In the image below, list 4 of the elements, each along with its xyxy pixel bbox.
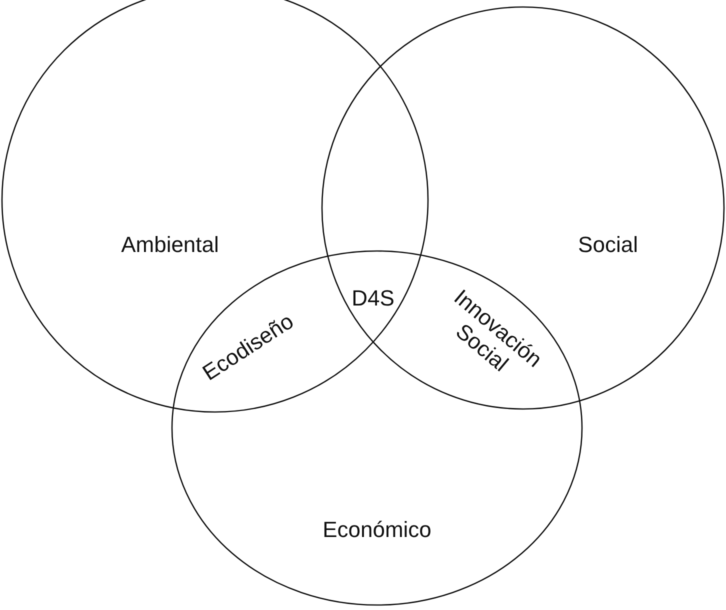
set-label: Económico [322,517,432,543]
intersection-label: D4S [350,285,396,311]
set-label: Social [578,232,638,258]
set-label: Ambiental [121,232,219,258]
